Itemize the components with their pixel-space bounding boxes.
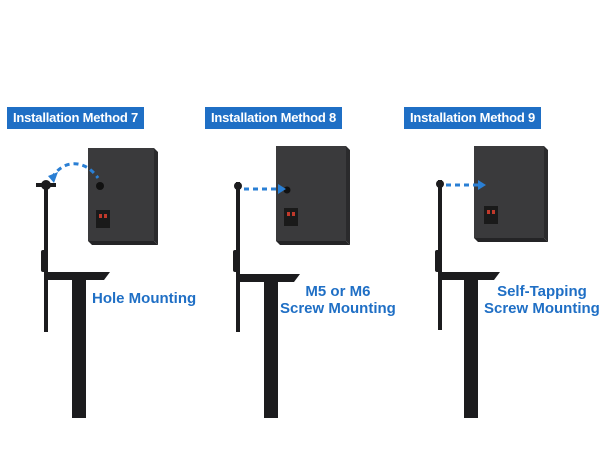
mount-peg — [234, 182, 242, 190]
caption-line: Hole Mounting — [92, 290, 197, 307]
speaker-terminal — [484, 206, 498, 224]
method-caption: Self-Tapping Screw Mounting — [484, 283, 600, 317]
stand-base-column — [264, 278, 278, 418]
method-badge: Installation Method 7 — [7, 107, 145, 129]
speaker-body — [276, 146, 346, 241]
method-badge: Installation Method 8 — [205, 107, 343, 129]
stand-clamp — [435, 250, 441, 272]
caption-line: Self-Tapping — [497, 283, 587, 300]
stand-base-column — [464, 278, 478, 418]
stand-support — [76, 280, 80, 320]
caption-line: Screw Mounting — [484, 300, 600, 317]
caption-line: M5 or M6 — [305, 283, 371, 300]
panel-method-8: Installation Method 8 M5 or M6 Screw Mou… — [200, 0, 400, 450]
screw-mounting-illustration — [233, 146, 350, 418]
speaker-terminal — [96, 210, 110, 228]
stand-base-column — [72, 278, 86, 418]
mount-peg — [436, 180, 444, 188]
caption-line: Screw Mounting — [280, 300, 396, 317]
stand-platform — [442, 272, 500, 280]
stand-support — [268, 282, 272, 322]
method-caption: Hole Mounting — [92, 290, 196, 307]
panel-method-7: Installation Method 7 Hole Mounting — [0, 0, 200, 450]
keyhole — [96, 182, 104, 190]
screw-hole — [283, 186, 291, 194]
method-caption: M5 or M6 Screw Mounting — [280, 283, 396, 317]
hole-mounting-illustration — [36, 148, 158, 418]
stand-platform — [48, 272, 110, 280]
speaker-body — [474, 146, 544, 238]
stand-platform — [240, 274, 300, 282]
speaker-terminal — [284, 208, 298, 226]
stand-clamp — [233, 250, 239, 272]
stand-support — [468, 280, 472, 320]
method-badge: Installation Method 9 — [404, 107, 542, 129]
self-tapping-mounting-illustration — [435, 146, 548, 418]
panel-method-9: Installation Method 9 Self-Tapping Screw… — [400, 0, 600, 450]
stand-clamp — [41, 250, 47, 272]
